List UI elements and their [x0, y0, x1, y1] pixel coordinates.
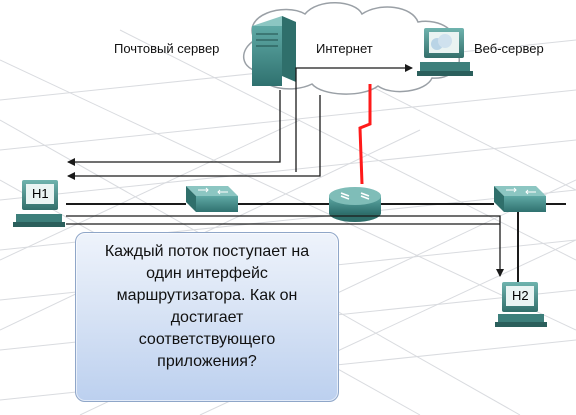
callout-line: один интерфейс: [146, 265, 268, 282]
switch-left-icon: [186, 186, 238, 212]
callout-line: приложения?: [157, 353, 257, 370]
callout-line: соответствующего: [138, 331, 276, 348]
h2-label: H2: [512, 288, 529, 303]
callout-line: маршрутизатора. Как он: [116, 287, 298, 304]
internet-label: Интернет: [316, 41, 373, 56]
switch-right-icon: [494, 186, 546, 212]
web-server-icon: [417, 28, 473, 76]
callout-line: достигает: [170, 309, 244, 326]
h1-pc-icon: [13, 180, 65, 227]
h2-pc-icon: [495, 282, 547, 327]
question-callout: Каждый поток поступает на один интерфейс…: [75, 232, 339, 402]
callout-line: Каждый поток поступает на: [104, 243, 310, 260]
flow-arrows: [66, 64, 504, 277]
mail-server-icon: [252, 16, 296, 86]
lan-links: [66, 203, 566, 282]
h1-label: H1: [32, 186, 49, 201]
mail-server-label: Почтовый сервер: [114, 41, 220, 56]
router-icon: [329, 187, 381, 222]
wan-link: [358, 84, 372, 185]
web-server-label: Веб-сервер: [474, 41, 544, 56]
